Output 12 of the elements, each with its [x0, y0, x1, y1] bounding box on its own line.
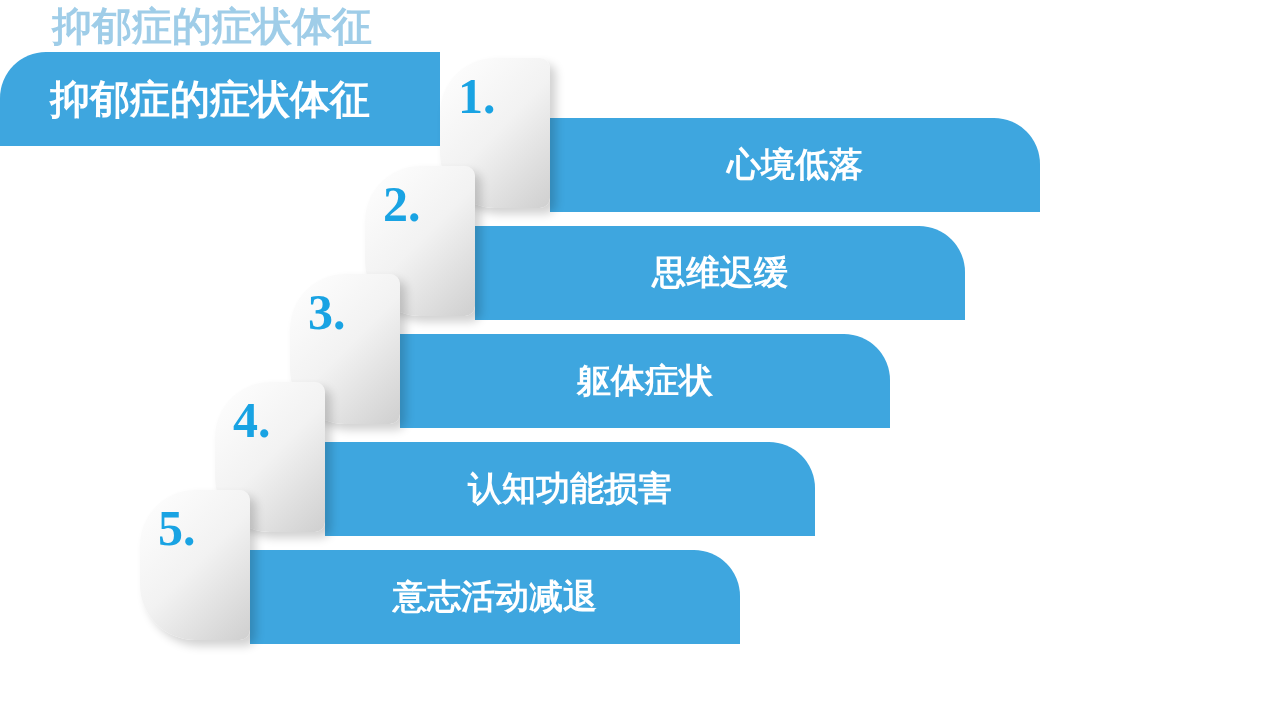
numbered-page-curl: 1.: [440, 58, 550, 208]
numbered-page-curl: 2.: [365, 166, 475, 316]
step-banner: 认知功能损害: [325, 442, 815, 536]
step-banner: 思维迟缓: [475, 226, 965, 320]
numbered-page-curl: 4.: [215, 382, 325, 532]
title-shadow-text: 抑郁症的症状体征: [52, 3, 372, 49]
numbered-page-curl: 5.: [140, 490, 250, 640]
step-banner: 意志活动减退: [250, 550, 740, 644]
step-banner: 躯体症状: [400, 334, 890, 428]
step-banner: 心境低落: [550, 118, 1040, 212]
title-banner: 抑郁症的症状体征: [0, 52, 440, 146]
numbered-page-curl: 3.: [290, 274, 400, 424]
